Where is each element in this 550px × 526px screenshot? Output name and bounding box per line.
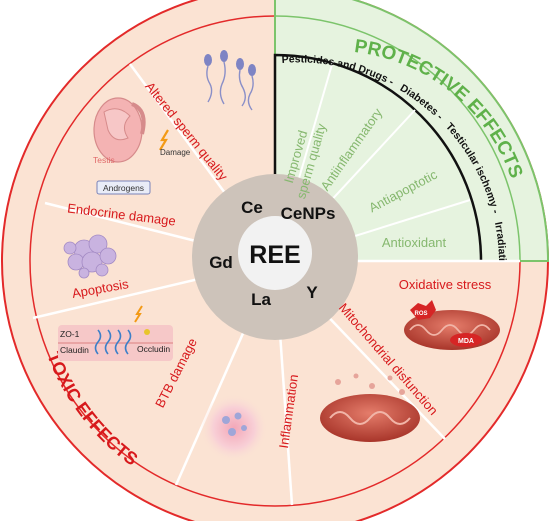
label-ros: ROS [414,311,427,317]
center-disc [238,216,312,290]
inflammation-icon [200,394,268,462]
element-cenps: CeNPs [281,204,336,223]
protective-inner-arc [274,15,521,262]
element-ce: Ce [241,198,263,217]
label-occludin: Occludin [137,344,170,354]
apoptosis-icon [63,234,117,279]
effect-antioxidant: Antioxidant [382,235,447,250]
label-claudin: Claudin [60,345,89,355]
btb-junction-icon [58,305,173,361]
sperm-icon [204,50,256,111]
androgens-box [96,180,151,195]
protective-sector [274,0,550,262]
oxidative-mitochondrion-icon [404,300,500,350]
element-y: Y [306,283,318,302]
label-mda: MDA [458,338,474,345]
label-zo1: ZO-1 [60,329,80,339]
label-damage: Damage [160,148,191,157]
protective-frame [273,53,483,262]
center-ree: REE [249,241,300,269]
element-gd: Gd [209,253,233,272]
element-la: La [251,290,271,309]
toxic-oxidative-stress: Oxidative stress [399,277,492,292]
damaged-mitochondrion-icon [320,373,420,442]
label-testis: Testis [93,155,115,165]
label-androgens: Androgens [103,183,144,193]
testis-icon [93,97,169,163]
